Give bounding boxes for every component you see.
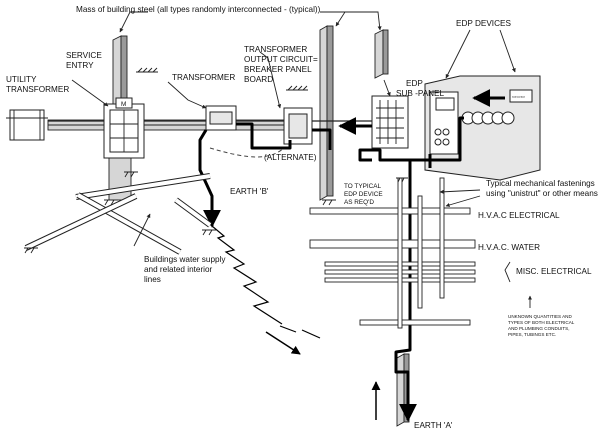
coil-icon [461, 111, 515, 125]
hvac-electrical-label: H.V.A.C ELECTRICAL [478, 211, 560, 220]
water-supply-pipes [24, 173, 212, 255]
svg-text:▭▭▭: ▭▭▭ [512, 94, 526, 99]
transformer-output-label-4: BOARD [244, 75, 273, 84]
hvac-electrical-pipe [309, 207, 471, 215]
alternate-path [209, 147, 285, 158]
arrow-icon [265, 331, 301, 355]
water-supply-label-1: Buildings water supply [144, 255, 226, 264]
utility-transformer-label-2: TRANSFORMER [6, 85, 69, 94]
utility-transformer-symbol [6, 109, 48, 141]
transformer-output-label-1: TRANSFORMER [244, 45, 307, 54]
extra-conduit [359, 319, 471, 326]
transformer-output-label-3: BREAKER PANEL [244, 65, 312, 74]
zigzag-earth-b-icon [211, 225, 283, 325]
water-supply-label-2: and related interior [144, 265, 213, 274]
service-entry-label-2: ENTRY [66, 61, 94, 70]
alternate-label: (ALTERNATE) [264, 153, 317, 162]
breaker-panel-board [283, 107, 313, 145]
fastenings-label-2: using "unistrut" or other means [486, 189, 598, 198]
misc-electrical-label: MISC. ELECTRICAL [516, 267, 592, 276]
unknown-label-2: TYPES OF BOTH ELECTRICAL [508, 320, 575, 325]
unknown-label-4: PIPES, TUBINGS ETC. [508, 332, 556, 337]
transformer-label: TRANSFORMER [172, 73, 235, 82]
hvac-water-pipe [309, 239, 476, 249]
earth-b-label: EARTH 'B' [230, 187, 269, 196]
leader-lines [71, 11, 516, 283]
to-typical-label-2: EDP DEVICE [344, 191, 383, 198]
steel-column-panel [319, 25, 334, 201]
edp-subpanel-label-2: SUB -PANEL [396, 89, 445, 98]
to-typical-label-1: TO TYPICAL [344, 183, 382, 190]
transformer-output-label-2: OUTPUT CIRCUIT= [244, 55, 318, 64]
service-entry-panel [103, 97, 145, 159]
ground-conductor [198, 89, 505, 422]
meter-label: M [121, 101, 126, 108]
vertical-hangers [397, 177, 445, 329]
fastenings-label-1: Typical mechanical fastenings [486, 179, 595, 188]
earth-a-label: EARTH 'A' [414, 421, 453, 430]
transformer-box [205, 105, 237, 131]
to-typical-label-3: AS REQ'D [344, 199, 374, 206]
edp-devices-label: EDP DEVICES [456, 19, 511, 28]
utility-transformer-label-1: UTILITY [6, 75, 37, 84]
steel-mass-label: Mass of building steel (all types random… [76, 5, 321, 14]
water-supply-label-3: lines [144, 275, 161, 284]
unknown-label-1: UNKNOWN QUANTITIES AND [508, 314, 572, 319]
hvac-water-label: H.V.A.C. WATER [478, 243, 540, 252]
steel-beam-top-small [374, 29, 389, 79]
edp-subpanel [371, 95, 409, 149]
service-entry-label-1: SERVICE [66, 51, 102, 60]
edp-subpanel-label-1: EDP [406, 79, 423, 88]
unknown-label-3: AND PLUMBING CONDUITS, [508, 326, 570, 331]
edp-device-cabinet: ▭▭▭ [424, 75, 541, 181]
ground-symbol-icon [24, 67, 408, 254]
